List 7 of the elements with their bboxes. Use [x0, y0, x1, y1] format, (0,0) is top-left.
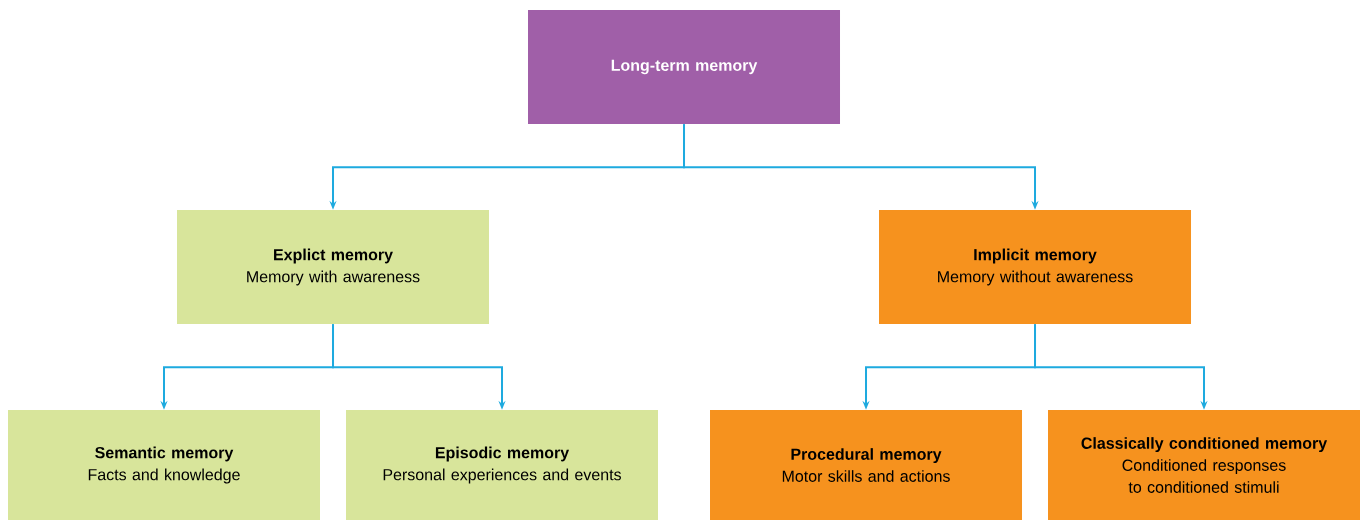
category-box: Explict memory Memory with awareness [177, 210, 489, 324]
root-box: Long-term memory [528, 10, 840, 124]
type-box: Procedural memory Motor skills and actions [710, 410, 1022, 520]
type-box: Classically conditioned memory Conditioned responses to conditioned stimuli [1048, 410, 1360, 520]
category-box: Implicit memory Memory without awareness [879, 210, 1191, 324]
type-box: Semantic memory Facts and knowledge [8, 410, 320, 520]
type-box: Episodic memory Personal experiences and events [346, 410, 658, 520]
